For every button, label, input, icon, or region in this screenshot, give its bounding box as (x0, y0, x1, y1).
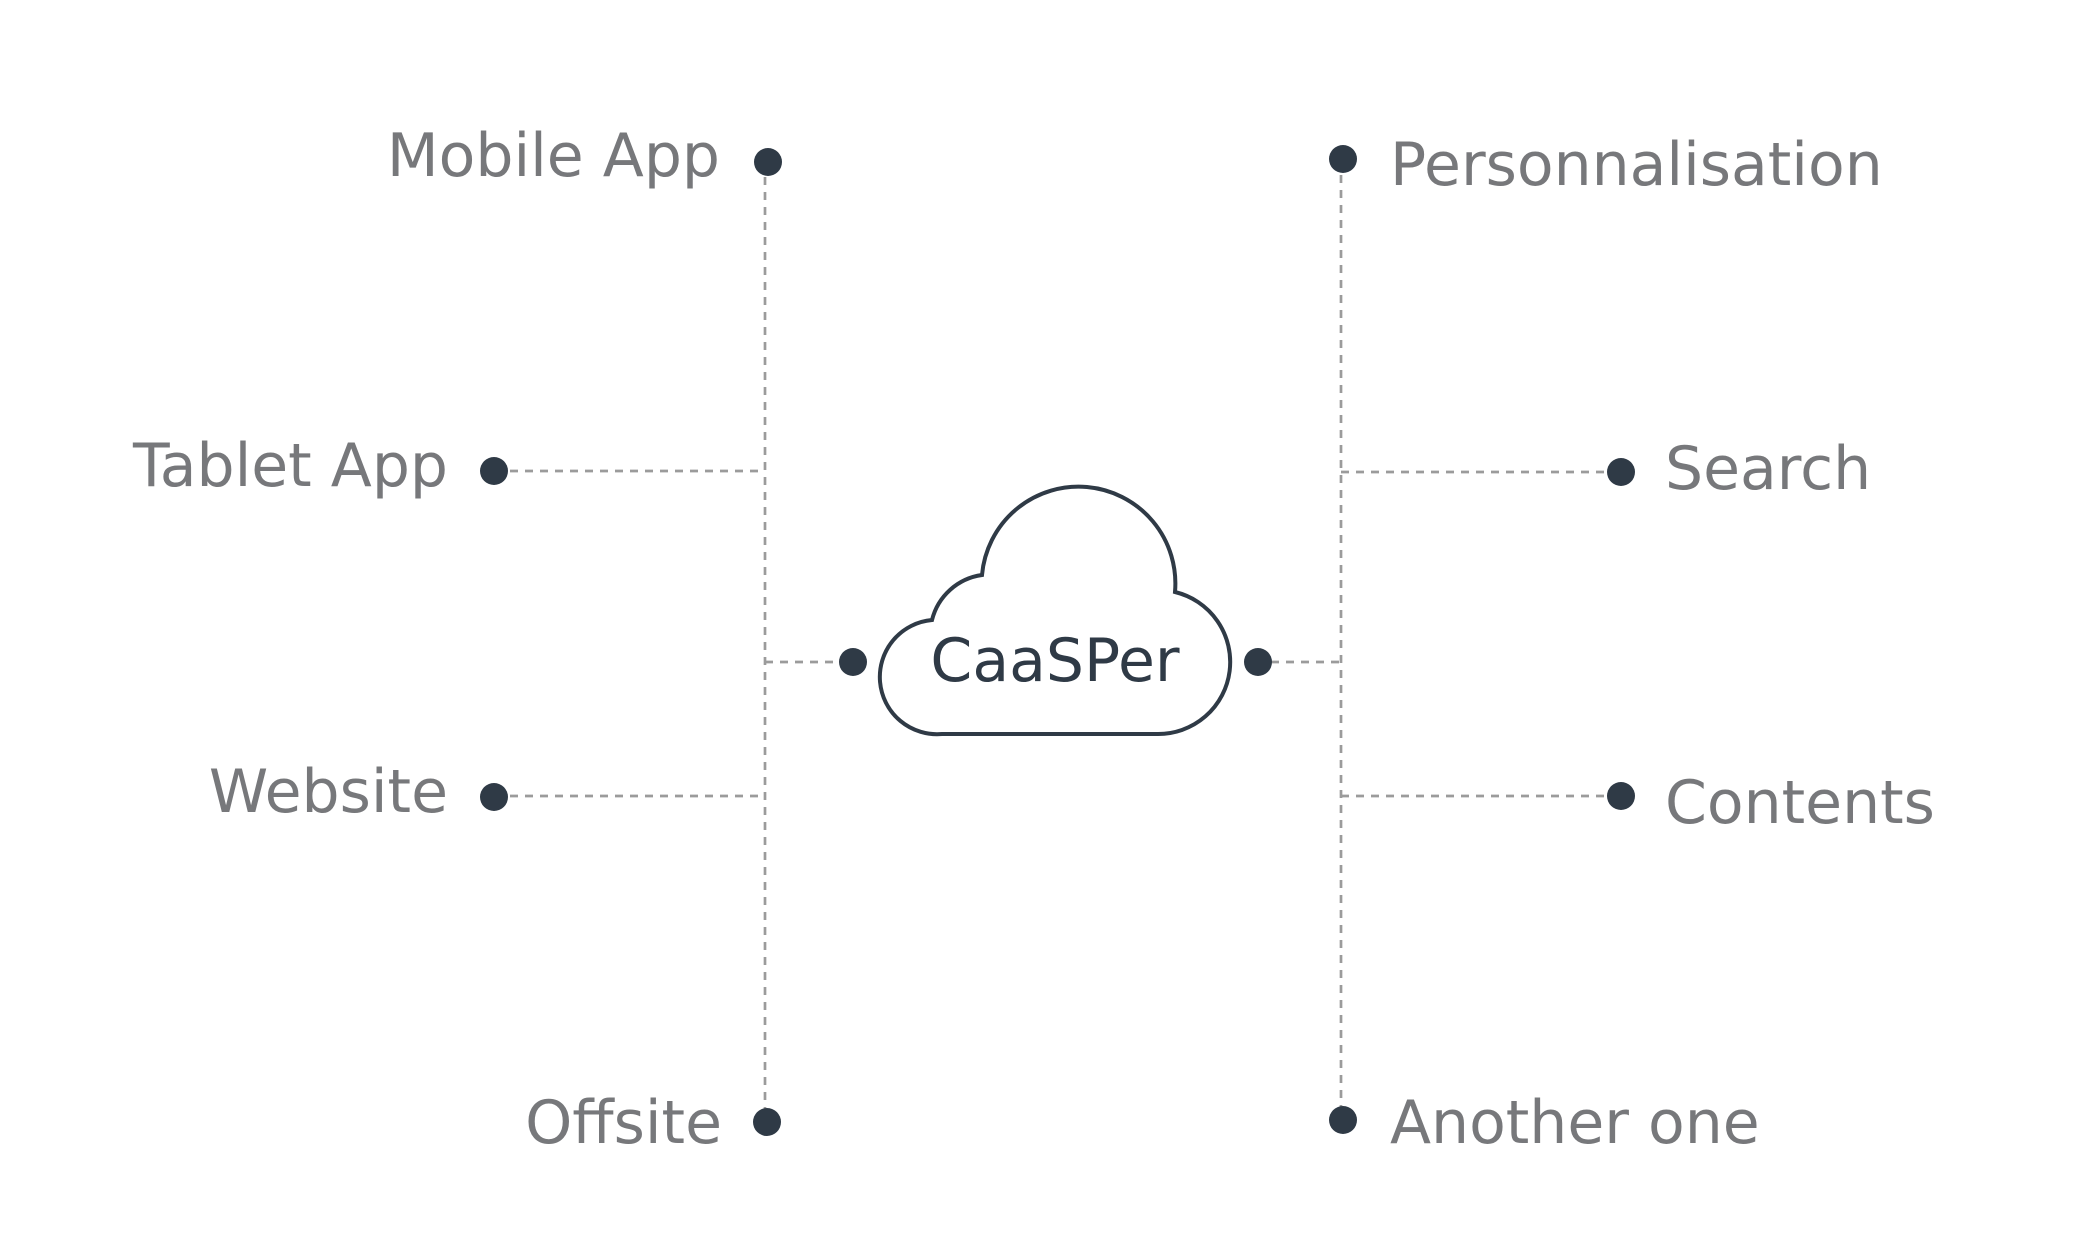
cloud-icon (877, 484, 1233, 737)
right-labels: Personnalisation Search Contents Another… (1390, 130, 1935, 1158)
dot-offsite (753, 1108, 781, 1136)
label-website: Website (209, 757, 448, 827)
label-mobile-app: Mobile App (387, 121, 720, 191)
dot-website (480, 783, 508, 811)
center-node: CaaSPer (877, 484, 1233, 737)
label-search: Search (1665, 434, 1871, 504)
dot-personnalisation (1329, 145, 1357, 173)
connector-dots (480, 145, 1635, 1136)
left-connectors (495, 162, 853, 1115)
dot-mobile-app (754, 148, 782, 176)
label-tablet-app: Tablet App (132, 431, 448, 501)
label-personnalisation: Personnalisation (1390, 130, 1883, 200)
right-connectors (1256, 160, 1618, 1118)
label-contents: Contents (1665, 768, 1935, 838)
center-label: CaaSPer (930, 626, 1179, 696)
dot-search (1607, 458, 1635, 486)
dot-center-left (839, 648, 867, 676)
label-offsite: Offsite (525, 1088, 722, 1158)
label-another-one: Another one (1390, 1088, 1760, 1158)
dot-another-one (1329, 1106, 1357, 1134)
left-labels: Mobile App Tablet App Website Offsite (132, 121, 722, 1158)
dot-center-right (1244, 648, 1272, 676)
dot-contents (1607, 782, 1635, 810)
dot-tablet-app (480, 457, 508, 485)
